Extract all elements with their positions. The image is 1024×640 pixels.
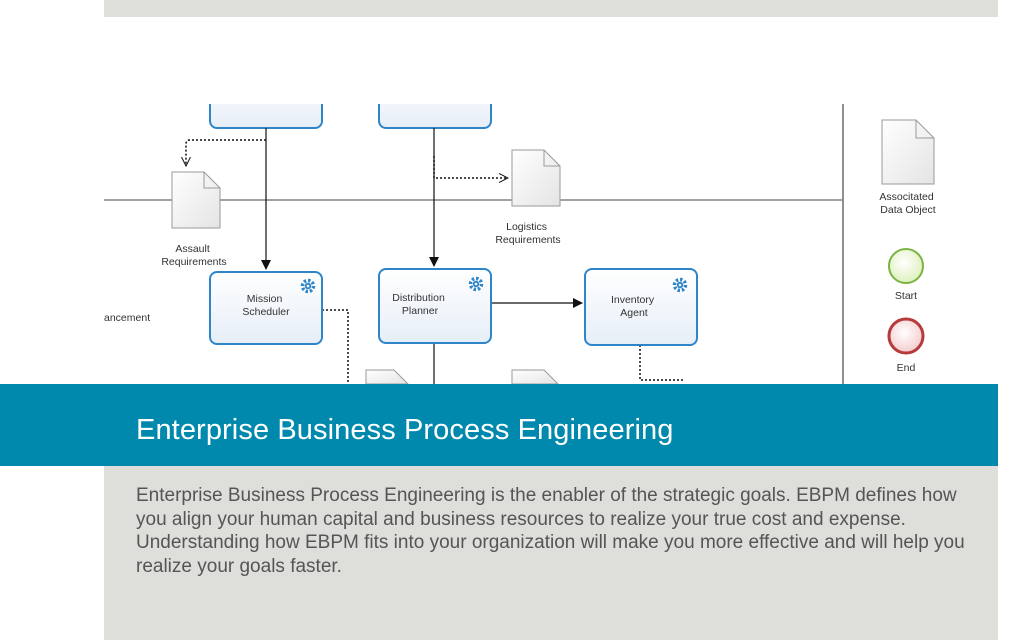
bpmn-diagram: Mission Scheduler Distribution Planner I… (104, 104, 998, 384)
logistics-requirements-label: Logistics Requirements (495, 221, 560, 246)
legend-data-object (881, 119, 935, 185)
mission-scheduler-task (209, 271, 323, 345)
start-event-icon (888, 248, 924, 284)
gear-icon (468, 276, 484, 292)
association-mission-out (322, 309, 349, 384)
top-gray-bar (104, 0, 998, 17)
task-box-top-left (209, 104, 323, 129)
data-object-bottom-center (511, 369, 559, 384)
data-object-bottom-left (365, 369, 409, 384)
description-panel: Enterprise Business Process Engineering … (104, 466, 998, 640)
assault-requirements-label: Assault Requirements (161, 243, 226, 268)
section-title: Enterprise Business Process Engineering (136, 414, 674, 446)
association-to-logistics (433, 156, 508, 178)
association-inventory-out (639, 345, 684, 381)
mission-scheduler-label: Mission Scheduler (242, 293, 290, 318)
task-box-top-center (378, 104, 492, 129)
association-to-assault (186, 139, 266, 166)
end-event-icon (887, 317, 925, 355)
legend-start-label: Start (895, 290, 917, 302)
gear-icon (672, 277, 688, 293)
assault-data-object (171, 171, 221, 229)
distribution-planner-task (378, 268, 492, 344)
legend-data-object-label: Associtated Data Object (879, 191, 936, 216)
logistics-data-object (511, 149, 561, 207)
inventory-agent-task (584, 268, 698, 346)
distribution-planner-label: Distribution Planner (392, 292, 447, 317)
gear-icon (300, 278, 316, 294)
legend-end-label: End (897, 362, 916, 374)
inventory-agent-label: Inventory Agent (611, 294, 657, 319)
section-banner (0, 384, 998, 466)
lane-label: ancement (104, 312, 150, 324)
description-text: Enterprise Business Process Engineering … (136, 485, 965, 577)
